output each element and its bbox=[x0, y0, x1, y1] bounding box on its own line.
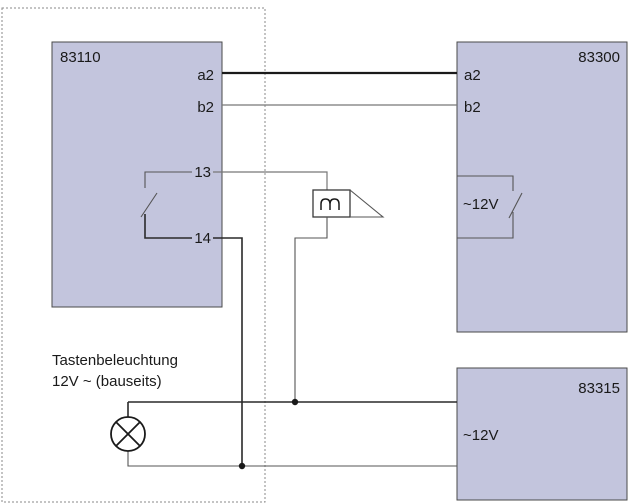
module-83110-title: 83110 bbox=[60, 49, 101, 66]
wire-supply-bottom bbox=[127, 451, 457, 467]
junction-top bbox=[291, 398, 299, 406]
supply-83300: ~12V bbox=[463, 196, 498, 213]
terminal-14: 14 bbox=[194, 230, 211, 247]
lamp-label-line1: Tastenbeleuchtung bbox=[52, 352, 178, 369]
module-83300 bbox=[456, 41, 628, 333]
module-83110 bbox=[51, 41, 223, 308]
terminal-a2-right: a2 bbox=[464, 67, 481, 84]
wire-14-down bbox=[213, 237, 243, 466]
terminal-b2-right: b2 bbox=[464, 99, 481, 116]
relay-coil-icon bbox=[312, 189, 385, 218]
terminal-a2-left: a2 bbox=[197, 67, 214, 84]
switch-contact-83300 bbox=[457, 175, 523, 239]
housing-frame bbox=[1, 7, 266, 503]
supply-83315: ~12V bbox=[463, 427, 498, 444]
lamp-icon bbox=[110, 416, 146, 452]
module-83300-title: 83300 bbox=[578, 49, 620, 66]
terminal-13: 13 bbox=[194, 164, 211, 181]
junction-bottom bbox=[238, 462, 246, 470]
wire-coil-right bbox=[294, 217, 328, 402]
switch-contact-icon bbox=[140, 171, 192, 239]
terminal-b2-left: b2 bbox=[197, 99, 214, 116]
wire-13-coil bbox=[213, 171, 328, 190]
module-83315-title: 83315 bbox=[578, 380, 620, 397]
module-83315 bbox=[456, 367, 628, 501]
lamp-label-line2: 12V ~ (bauseits) bbox=[52, 373, 162, 390]
